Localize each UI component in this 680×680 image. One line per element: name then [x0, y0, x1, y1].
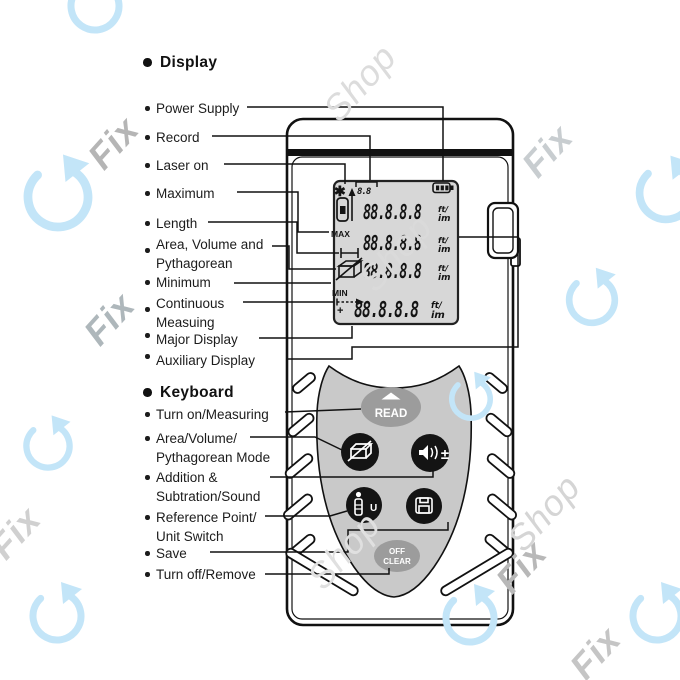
svg-text:im: im [438, 245, 450, 255]
max-indicator: MAX [331, 229, 350, 239]
reference-point-icon [354, 491, 363, 516]
leader-record [212, 135, 371, 180]
svg-text:ft/: ft/ [438, 264, 449, 273]
record-counter-icon: 8.8 [355, 181, 378, 197]
plus-indicator: + [337, 305, 343, 317]
leader-addition-sound [270, 470, 434, 478]
min-indicator: MIN [332, 288, 348, 298]
leader-area-volume [272, 245, 336, 270]
lcd-row-4-major: 88.8.8.8 [354, 298, 419, 323]
lcd-row-2: 88.8.8.8 [363, 232, 421, 256]
up-arrow-icon [348, 188, 356, 221]
unit-letter: U [370, 503, 377, 514]
read-button: READ [361, 387, 421, 427]
continuous-measuring-icon [336, 298, 364, 306]
read-arrow-icon [381, 392, 401, 400]
unit-cluster-4: ft/ im [431, 301, 445, 321]
leader-save [210, 522, 449, 553]
laser-on-icon: ✱ [334, 183, 346, 199]
svg-text:OFF: OFF [389, 547, 405, 556]
leader-auxiliary-display [287, 236, 519, 360]
leader-power-supply [247, 106, 444, 181]
svg-text:im: im [438, 214, 450, 224]
device-inner-outline [291, 156, 509, 620]
leader-major-display [259, 326, 353, 339]
unit-cluster-1: ft/ im [438, 205, 450, 224]
reference-device-icon [336, 197, 349, 222]
side-clip [486, 201, 521, 267]
off-clear-button: OFF CLEAR [374, 540, 420, 572]
svg-text:ft/: ft/ [438, 236, 449, 245]
leader-mode [250, 436, 343, 451]
leader-maximum [237, 191, 329, 233]
svg-text:im: im [438, 273, 450, 283]
leader-laser-on [224, 163, 346, 184]
cube-slash-icon [347, 440, 374, 462]
mode-button [341, 433, 379, 471]
grip-slats [283, 372, 517, 597]
keypad-panel [315, 364, 473, 598]
leader-turn-off [265, 568, 390, 575]
device-top-band [288, 149, 512, 156]
leader-reference-unit [265, 510, 348, 517]
reference-unit-button: U [346, 487, 382, 523]
plus-minus-icon: ± [441, 446, 449, 463]
save-button [406, 488, 442, 524]
svg-text:READ: READ [375, 408, 408, 420]
leader-lines [208, 106, 519, 575]
svg-text:ft/: ft/ [438, 205, 449, 214]
record-counter-value: 8.8 [357, 187, 371, 197]
lcd-row-1: 88.8.8.8 [363, 201, 421, 225]
unit-cluster-3: ft/ im [438, 264, 450, 283]
floppy-icon [415, 497, 433, 514]
length-icon [340, 248, 359, 258]
leader-turn-on [284, 408, 362, 413]
sound-add-button: ± [411, 434, 449, 472]
area-volume-icon [335, 257, 364, 281]
lcd-panel: ✱ 8.8 [331, 179, 460, 326]
svg-text:ft/: ft/ [431, 301, 443, 311]
leader-length [208, 221, 339, 254]
unit-cluster-2: ft/ im [438, 236, 450, 255]
lcd-row-3: 88.8.8.8 [363, 260, 421, 284]
battery-icon [432, 182, 454, 194]
speaker-icon [419, 445, 438, 460]
svg-text:im: im [431, 310, 445, 321]
svg-text:CLEAR: CLEAR [383, 557, 411, 566]
